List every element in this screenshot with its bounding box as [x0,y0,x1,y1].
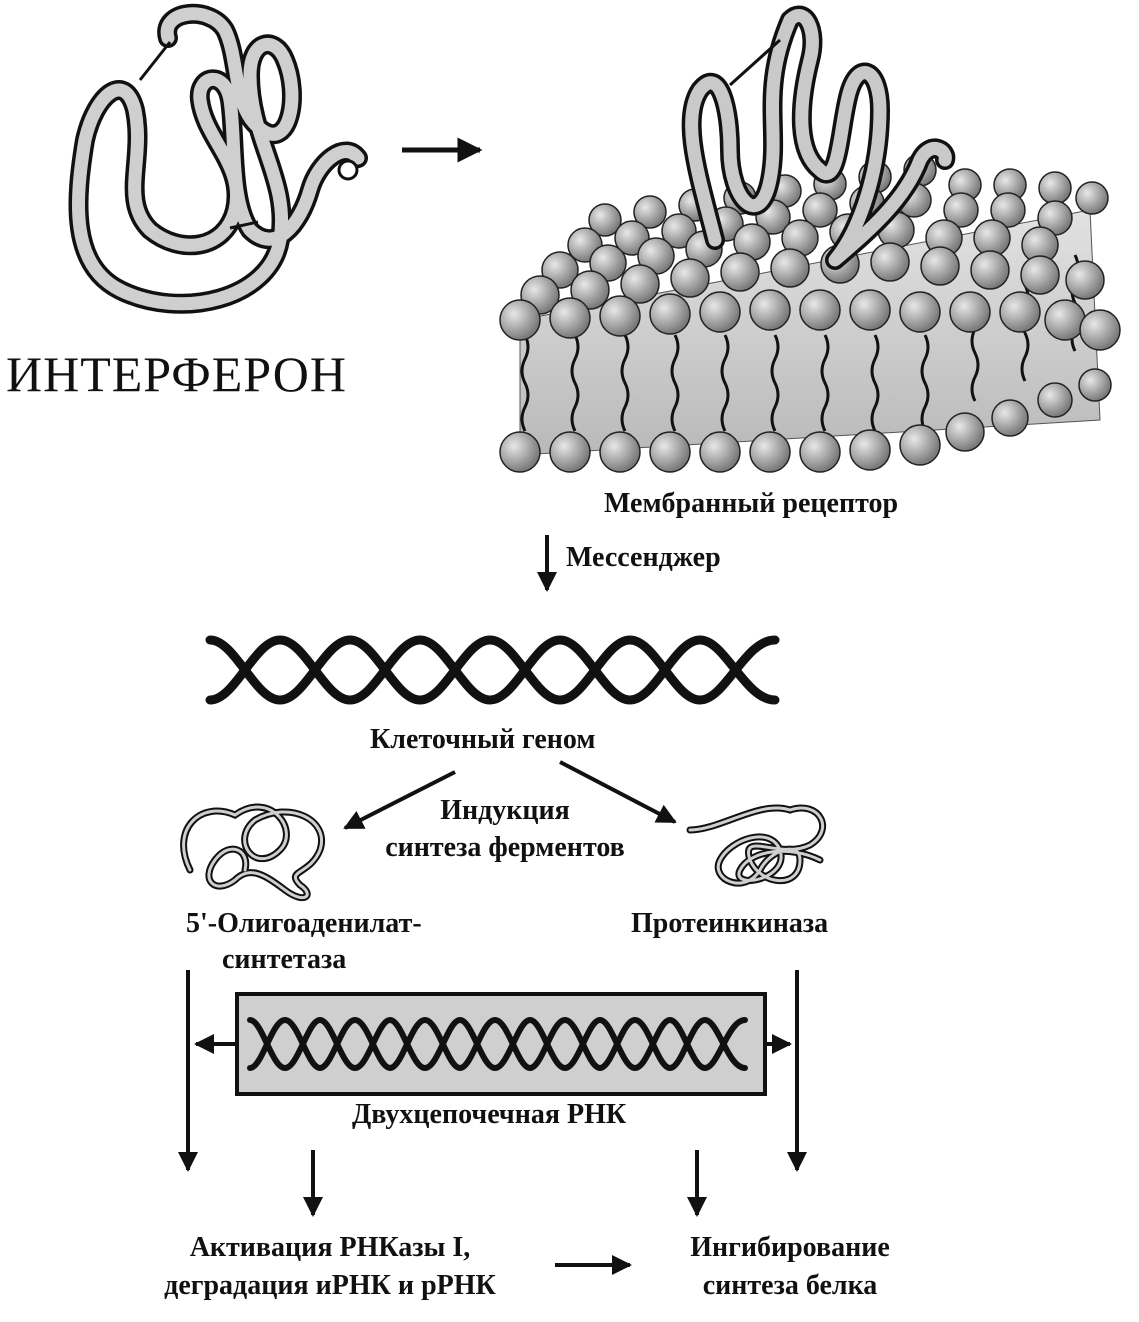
membrane-receptor-label: Мембранный рецептор [604,488,899,519]
ds-rna-label: Двухцепочечная РНК [352,1099,627,1130]
messenger-label: Мессенджер [566,542,721,573]
receptor-protein [681,5,956,270]
arrow-to-oligo [343,770,456,830]
cell-genome-label: Клеточный геном [370,724,596,755]
interferon-label: ИНТЕРФЕРОН [6,346,347,402]
induction-label-line1: Индукция [440,795,570,826]
activation-label-line1: Активация РНКазы I, [189,1232,471,1263]
protein-kinase-label: Протеинкиназа [631,908,829,939]
oligo-enzyme [180,803,326,902]
arrow-to-kinase [559,760,677,824]
induction-label-line2: синтеза ферментов [385,832,625,863]
inhibition-label-line1: Ингибирование [690,1232,890,1263]
activation-label-line2: деградация иРНК и рРНК [164,1270,496,1301]
oligo-label-line2: синтетаза [222,944,347,975]
inhibition-label-line2: синтеза белка [702,1270,878,1301]
oligo-label-line1: 5'-Олигоаденилат- [186,908,422,939]
dna-helix [205,635,780,705]
kinase-enzyme [686,804,826,887]
interferon-molecule [68,3,368,314]
cell-membrane [499,153,1121,473]
ds-rna-helix [247,1016,748,1072]
